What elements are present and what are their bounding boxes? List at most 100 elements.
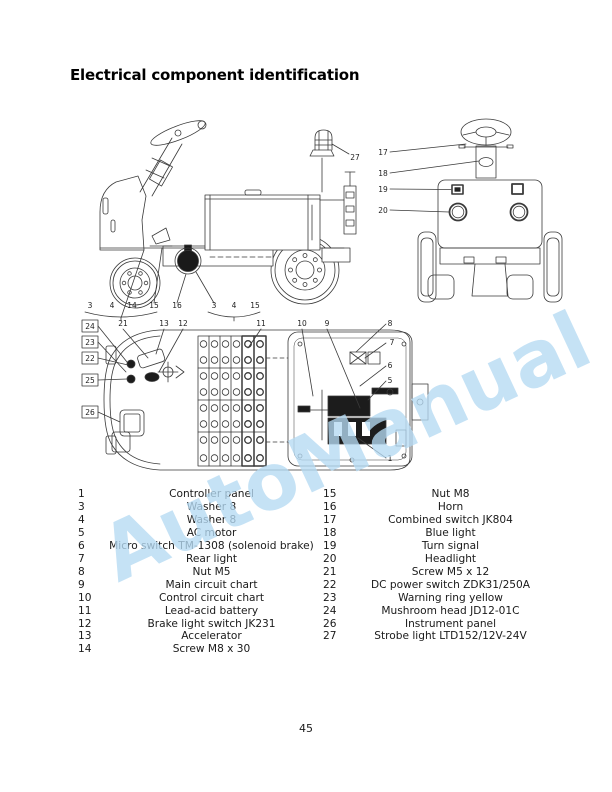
part-number: 6	[78, 539, 85, 552]
part-row: 4 Washer 8	[70, 514, 315, 527]
contactor-block	[327, 395, 371, 417]
vehicle-diagrams: 3 4 14 15 16 3 4 15	[81, 118, 563, 471]
part-number: 20	[323, 552, 337, 565]
part-number: 24	[323, 604, 337, 617]
part-name: Micro switch TM-1308 (solenoid brake)	[109, 539, 314, 552]
part-name: Washer 8	[186, 513, 237, 526]
part-row: 5 AC motor	[70, 527, 315, 540]
part-name: Warning ring yellow	[398, 591, 503, 604]
side-callout-labels: 3 4 14 15 16 3 4 15	[88, 301, 260, 310]
callout-label: 20	[378, 206, 388, 215]
part-name: Rear light	[185, 552, 238, 565]
callout-label: 15	[149, 301, 159, 310]
strobe-light-side	[309, 129, 335, 193]
part-number: 21	[323, 565, 337, 578]
turn-signal-right	[511, 183, 524, 195]
tow-hitch	[343, 171, 357, 235]
callout-label: 23	[85, 338, 95, 347]
knob-a	[126, 359, 136, 369]
part-name: Mushroom head JD12-01C	[381, 604, 520, 617]
part-name: Instrument panel	[404, 617, 497, 630]
part-number: 14	[78, 643, 92, 656]
callout-label: 26	[85, 408, 95, 417]
part-number: 23	[323, 591, 337, 604]
part-number: 5	[78, 526, 85, 539]
part-number: 15	[323, 488, 337, 500]
part-number: 17	[323, 513, 337, 526]
part-name: Control circuit chart	[158, 591, 265, 604]
part-row: 22 DC power switch ZDK31/250A	[315, 579, 548, 592]
part-name: Lead-acid battery	[164, 604, 259, 617]
part-number: 7	[78, 552, 85, 565]
mid-callout-leaders	[331, 143, 480, 213]
callout-label: 8	[388, 319, 393, 328]
part-name: Combined switch JK804	[388, 513, 513, 526]
front-left-wheel	[417, 231, 437, 303]
rear-bracket-top	[411, 383, 429, 421]
part-number: 9	[78, 578, 85, 591]
horn-top	[144, 372, 160, 382]
part-number: 18	[323, 526, 337, 539]
top-view-drawing: 21 13 12 11 10 9 24 23 22 25 26 8 7 6 5 …	[81, 319, 429, 471]
callout-label: 9	[325, 319, 330, 328]
part-number: 19	[323, 539, 337, 552]
callout-label: 12	[178, 319, 188, 328]
callout-label: 15	[250, 301, 260, 310]
part-name: Blue light	[425, 526, 476, 539]
callout-label: 7	[390, 338, 395, 347]
callout-label: 13	[159, 319, 169, 328]
part-number: 12	[78, 617, 92, 630]
headlight-left	[448, 202, 468, 222]
steering-base-top	[157, 361, 185, 383]
callout-label: 16	[172, 301, 182, 310]
part-number: 22	[323, 578, 337, 591]
part-name: Nut M5	[192, 565, 231, 578]
side-callout-leaders	[84, 247, 261, 322]
part-number: 1	[78, 488, 85, 500]
instrument-panel-top	[111, 409, 145, 453]
part-number: 13	[78, 630, 92, 643]
mid-callout-labels: 27 17 18 19 20	[350, 148, 388, 215]
part-number: 16	[323, 500, 337, 513]
part-name: Horn	[437, 500, 464, 513]
left-callout-boxes	[81, 319, 99, 419]
callout-label: 1	[388, 454, 393, 463]
callout-label: 24	[85, 322, 95, 331]
battery-cover-side	[204, 194, 321, 251]
part-row: 6 Micro switch TM-1308 (solenoid brake)	[70, 540, 315, 553]
part-name: Turn signal	[421, 539, 480, 552]
part-number: 11	[78, 604, 92, 617]
top-view-callout-labels: 21 13 12 11 10 9 24 23 22 25 26 8 7 6 5 …	[85, 319, 394, 463]
power-knob	[174, 244, 202, 275]
battery-box	[197, 335, 267, 467]
side-view-drawing: 3 4 14 15 16 3 4 15	[84, 120, 357, 322]
blue-light	[451, 184, 464, 195]
part-name: Strobe light LTD152/12V-24V	[374, 630, 527, 643]
page-title: Electrical component identification	[70, 66, 360, 84]
horn-front	[478, 157, 494, 167]
part-name: Controller panel	[169, 488, 254, 500]
part-row: 19 Turn signal	[315, 540, 548, 553]
callout-label: 4	[110, 301, 115, 310]
part-name: Washer 8	[186, 500, 237, 513]
callout-label: 14	[127, 301, 137, 310]
callout-label: 21	[118, 319, 128, 328]
part-name: DC power switch ZDK31/250A	[370, 578, 531, 591]
callout-label: 5	[388, 376, 393, 385]
page-number: 45	[299, 722, 313, 735]
callout-label: 11	[256, 319, 266, 328]
steering-column-front	[475, 145, 497, 179]
part-number: 4	[78, 513, 85, 526]
part-row: 16 Horn	[315, 501, 548, 514]
part-name: AC motor	[186, 526, 237, 539]
